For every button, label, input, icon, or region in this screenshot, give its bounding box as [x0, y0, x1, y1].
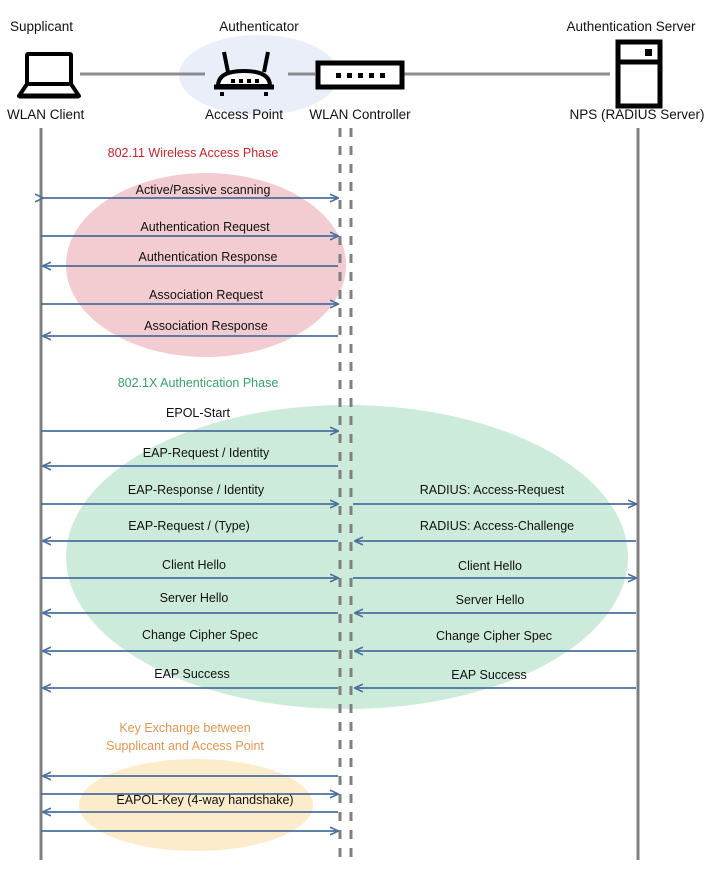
msg-label-change-cipher-spec-left: Change Cipher Spec	[141, 628, 259, 642]
msg-label-authentication-request: Authentication Request	[140, 220, 270, 234]
actor-role-authentication-server: Authentication Server	[566, 19, 696, 34]
actor-device-wlan-client: WLAN Client	[7, 107, 85, 122]
msg-label-epol-start: EPOL-Start	[166, 406, 230, 420]
msg-label-association-response: Association Response	[144, 319, 268, 333]
dot1x-phase-ellipse	[66, 405, 628, 709]
msg-label-radius-access-request: RADIUS: Access-Request	[419, 483, 565, 497]
laptop-icon	[17, 52, 81, 99]
phase-label-wireless-access: 802.11 Wireless Access Phase	[107, 146, 279, 160]
msg-label-change-cipher-spec-right: Change Cipher Spec	[435, 629, 553, 643]
access-point-leds	[231, 79, 259, 83]
msg-label-client-hello-left: Client Hello	[162, 558, 226, 572]
msg-label-eap-request-identity: EAP-Request / Identity	[142, 446, 270, 460]
msg-label-server-hello-left: Server Hello	[159, 591, 229, 605]
msg-label-eap-success-right: EAP Success	[451, 668, 527, 682]
wireless-phase-ellipse	[66, 173, 346, 357]
actor-role-supplicant: Supplicant	[10, 19, 74, 34]
key-exchange-ellipse	[79, 759, 313, 851]
actor-device-access-point: Access Point	[204, 107, 284, 122]
msg-label-client-hello-right: Client Hello	[458, 559, 522, 573]
actor-icon-row	[0, 38, 713, 110]
msg-label-eap-success-left: EAP Success	[154, 667, 230, 681]
msg-label-eap-response-identity: EAP-Response / Identity	[127, 483, 265, 497]
msg-label-eap-request-type: EAP-Request / (Type)	[128, 519, 250, 533]
msg-label-active-passive-scanning: Active/Passive scanning	[135, 183, 271, 197]
msg-label-association-request: Association Request	[149, 288, 263, 302]
phase-label-key-exchange-line2: Supplicant and Access Point	[106, 739, 264, 753]
msg-label-server-hello-right: Server Hello	[455, 593, 525, 607]
phase-label-dot1x-authentication: 802.1X Authentication Phase	[117, 376, 279, 390]
actor-role-authenticator: Authenticator	[219, 19, 299, 34]
msg-label-authentication-response: Authentication Response	[138, 250, 278, 264]
msg-label-eapol-key-handshake: EAPOL-Key (4-way handshake)	[116, 793, 294, 807]
wlan-controller-leds	[336, 73, 385, 78]
actor-device-wlan-controller: WLAN Controller	[309, 107, 411, 122]
phase-label-key-exchange-line1: Key Exchange between	[119, 721, 251, 735]
actor-device-nps-radius-server: NPS (RADIUS Server)	[569, 107, 705, 122]
msg-label-radius-access-challenge: RADIUS: Access-Challenge	[419, 519, 575, 533]
server-icon	[615, 39, 663, 109]
